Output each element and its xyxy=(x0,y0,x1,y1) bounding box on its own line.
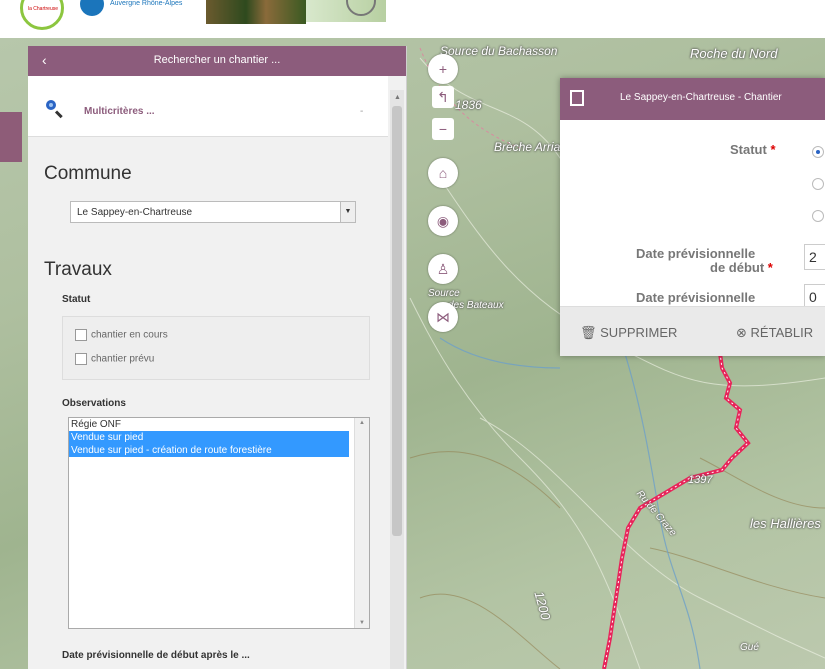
close-circle-icon: ⊗ xyxy=(736,325,747,340)
observations-listbox[interactable]: Régie ONF Vendue sur pied Vendue sur pie… xyxy=(68,417,370,629)
collapse-toggle[interactable]: - xyxy=(360,106,364,117)
chevron-left-icon[interactable]: ‹ xyxy=(42,52,47,68)
checkbox-chantier-prevu[interactable]: chantier prévu xyxy=(75,353,154,365)
person-button[interactable]: ♙ xyxy=(428,254,458,284)
map-label-breche: Brèche Arrias xyxy=(494,140,567,154)
region-logo-text: Auvergne Rhône-Alpes xyxy=(110,0,183,7)
map-label-bateaux: des Bateaux xyxy=(448,300,504,311)
panel-scrollbar[interactable]: ▲ xyxy=(390,90,404,669)
panel-body: Multicritères ... - Commune Le Sappey-en… xyxy=(28,76,388,669)
home-button[interactable]: ⌂ xyxy=(428,158,458,188)
park-logo xyxy=(20,0,64,30)
date-debut-field-label-1: Date prévisionnelle xyxy=(636,246,756,261)
map-label-gue: Gué xyxy=(740,642,759,653)
list-item[interactable]: Vendue sur pied xyxy=(69,431,349,444)
search-panel: ‹ Rechercher un chantier ... Multicritèr… xyxy=(28,46,407,669)
person-icon: ♙ xyxy=(436,261,450,277)
statut-label: Statut xyxy=(62,294,91,305)
popup-header: Le Sappey-en-Chartreuse - Chantier xyxy=(560,78,825,120)
map-label-altitude-1836: 1836 xyxy=(455,98,482,112)
locate-button[interactable]: ◉ xyxy=(428,206,458,236)
popup-title: Le Sappey-en-Chartreuse - Chantier xyxy=(620,92,782,103)
commune-select-value: Le Sappey-en-Chartreuse xyxy=(77,207,193,218)
chevron-down-icon[interactable]: ▼ xyxy=(340,202,355,222)
panel-header: ‹ Rechercher un chantier ... xyxy=(28,46,406,76)
chevron-down-icon[interactable]: ▼ xyxy=(359,620,365,626)
location-pin-icon: ◉ xyxy=(436,213,450,229)
commune-select[interactable]: Le Sappey-en-Chartreuse ▼ xyxy=(70,201,356,223)
commune-title: Commune xyxy=(44,163,132,184)
observations-label: Observations xyxy=(62,398,126,409)
home-icon: ⌂ xyxy=(438,165,448,181)
arrow-left-icon: ↰ xyxy=(437,89,449,105)
listbox-scrollbar[interactable]: ▲ ▼ xyxy=(354,418,369,628)
trash-icon: 🗑 xyxy=(580,325,597,340)
map-label-roche-du-nord: Roche du Nord xyxy=(690,46,778,61)
header-photo-forest xyxy=(206,0,306,24)
statut-radio-2[interactable] xyxy=(812,178,824,190)
date-debut-input[interactable]: 2 xyxy=(804,244,825,270)
chevron-up-icon[interactable]: ▲ xyxy=(359,420,365,426)
statut-field-label: Statut * xyxy=(730,142,776,157)
map-label-hallieres: les Hallières xyxy=(750,516,821,531)
chevron-up-icon[interactable]: ▲ xyxy=(394,94,401,101)
map-label-source: Source xyxy=(428,288,460,299)
chantier-popup: Le Sappey-en-Chartreuse - Chantier Statu… xyxy=(560,78,825,356)
list-item[interactable]: Vendue sur pied - création de route fore… xyxy=(69,444,349,457)
zoom-back-button[interactable]: ↰ xyxy=(432,86,454,108)
save-icon[interactable] xyxy=(570,90,584,106)
date-debut-label: Date prévisionnelle de début après le ..… xyxy=(62,650,250,661)
page-left-strip xyxy=(0,112,22,162)
date-fin-field-label: Date prévisionnelle xyxy=(636,290,756,305)
checkbox-chantier-en-cours[interactable]: chantier en cours xyxy=(75,329,168,341)
popup-footer: 🗑 SUPPRIMER ⊗ RÉTABLIR xyxy=(560,306,825,356)
zoom-out-button[interactable]: − xyxy=(432,118,454,140)
region-logo xyxy=(80,0,104,16)
checkbox-label: chantier en cours xyxy=(91,329,168,341)
search-icon xyxy=(46,100,63,119)
park-logo-text: la Chartreuse xyxy=(28,6,59,12)
delete-button[interactable]: 🗑 SUPPRIMER xyxy=(580,325,678,340)
checkbox-label: chantier prévu xyxy=(91,353,155,365)
panel-title: Rechercher un chantier ... xyxy=(153,54,281,66)
plus-icon: + xyxy=(438,61,448,77)
minus-icon: − xyxy=(438,121,448,137)
multicriteria-header[interactable]: Multicritères ... - xyxy=(28,76,388,137)
share-icon: ⋈ xyxy=(436,309,450,325)
map-label-altitude-1397: 1397 xyxy=(688,474,713,486)
map-label-source-bachasson: Source du Bachasson xyxy=(440,44,558,58)
zoom-in-button[interactable]: + xyxy=(428,54,458,84)
scrollbar-thumb[interactable] xyxy=(392,106,402,536)
statut-options: chantier en cours chantier prévu xyxy=(62,316,370,380)
travaux-title: Travaux xyxy=(44,259,112,280)
checkbox-box[interactable] xyxy=(75,353,87,365)
app-header: la Chartreuse Auvergne Rhône-Alpes xyxy=(0,0,825,38)
share-button[interactable]: ⋈ xyxy=(428,302,458,332)
checkbox-box[interactable] xyxy=(75,329,87,341)
date-debut-field-label-2: de début * xyxy=(710,260,773,275)
statut-radio-1[interactable] xyxy=(812,146,824,158)
multicriteria-label: Multicritères ... xyxy=(84,106,155,117)
restore-button[interactable]: ⊗ RÉTABLIR xyxy=(736,325,814,340)
statut-radio-3[interactable] xyxy=(812,210,824,222)
list-item[interactable]: Régie ONF xyxy=(71,419,122,430)
